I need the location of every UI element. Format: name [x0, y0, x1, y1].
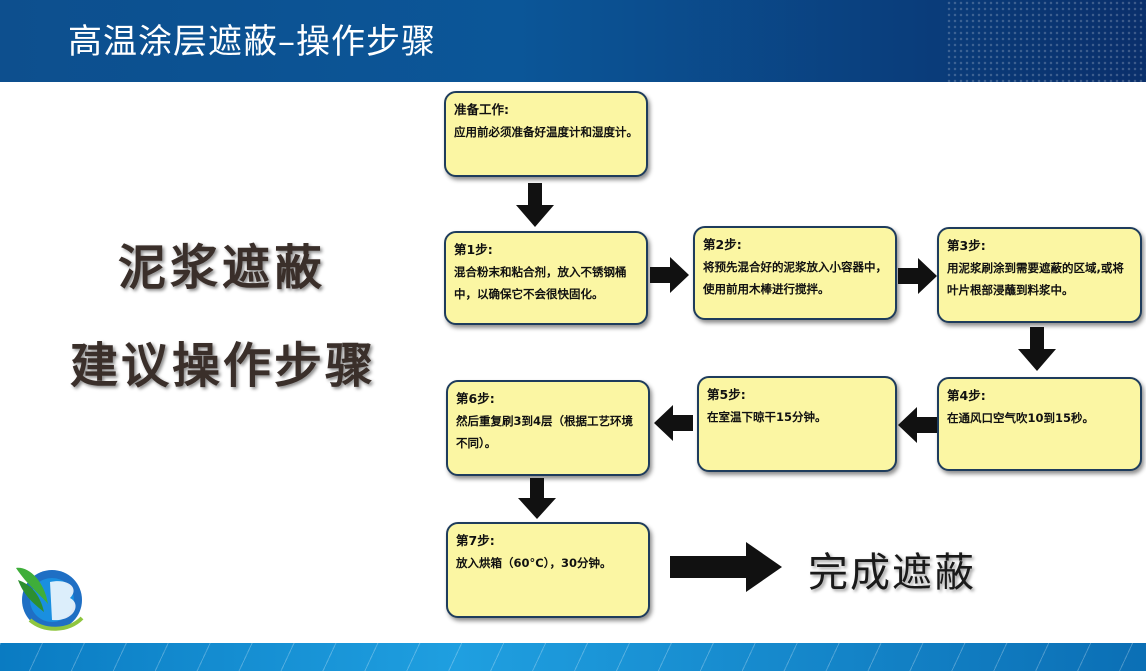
step-3-text: 用泥浆刷涂到需要遮蔽的区域,或将叶片根部浸蘸到料浆中。: [947, 261, 1124, 297]
step-5-box: 第5步: 在室温下晾干15分钟。: [697, 376, 897, 472]
step-2-text: 将预先混合好的泥浆放入小容器中，使用前用木棒进行搅拌。: [703, 260, 887, 296]
step-1-box: 第1步: 混合粉末和粘合剂，放入不锈钢桶中，以确保它不会很快固化。: [444, 231, 648, 325]
header-pattern: [946, 0, 1146, 82]
arrow-down-icon: [1018, 327, 1056, 371]
left-title-line2: 建议操作步骤: [70, 338, 377, 394]
step-2-heading: 第2步:: [703, 237, 742, 252]
step-prep-box: 准备工作: 应用前必须准备好温度计和湿度计。: [444, 91, 648, 177]
step-7-heading: 第7步:: [456, 533, 495, 548]
step-5-heading: 第5步:: [707, 387, 746, 402]
step-prep-text: 应用前必须准备好温度计和湿度计。: [454, 125, 638, 139]
step-7-text: 放入烘箱（60°C），30分钟。: [456, 556, 612, 570]
step-6-heading: 第6步:: [456, 391, 495, 406]
arrow-right-icon: [898, 258, 937, 294]
step-4-box: 第4步: 在通风口空气吹10到15秒。: [937, 377, 1142, 471]
step-6-box: 第6步: 然后重复刷3到4层（根据工艺环境不同）。: [446, 380, 650, 476]
arrow-down-icon: [518, 478, 556, 519]
arrow-right-large-icon: [670, 542, 782, 592]
step-3-box: 第3步: 用泥浆刷涂到需要遮蔽的区域,或将叶片根部浸蘸到料浆中。: [937, 227, 1142, 323]
footer-pattern: [0, 643, 1146, 671]
final-label: 完成遮蔽: [808, 550, 976, 596]
header-bar: 高温涂层遮蔽–操作步骤: [0, 0, 1146, 82]
step-7-box: 第7步: 放入烘箱（60°C），30分钟。: [446, 522, 650, 618]
step-1-heading: 第1步:: [454, 242, 493, 257]
arrow-left-icon: [898, 407, 937, 443]
step-4-heading: 第4步:: [947, 388, 986, 403]
footer-bar: [0, 643, 1146, 671]
left-title-line1: 泥浆遮蔽: [118, 240, 327, 296]
arrow-down-icon: [516, 183, 554, 227]
step-4-text: 在通风口空气吹10到15秒。: [947, 411, 1095, 425]
step-1-text: 混合粉末和粘合剂，放入不锈钢桶中，以确保它不会很快固化。: [454, 265, 627, 301]
arrow-right-icon: [650, 257, 689, 293]
step-5-text: 在室温下晾干15分钟。: [707, 410, 827, 424]
step-6-text: 然后重复刷3到4层（根据工艺环境不同）。: [456, 414, 634, 450]
company-logo-icon: [16, 567, 84, 631]
step-3-heading: 第3步:: [947, 238, 986, 253]
page-title: 高温涂层遮蔽–操作步骤: [68, 22, 436, 62]
arrow-left-icon: [654, 405, 693, 441]
step-2-box: 第2步: 将预先混合好的泥浆放入小容器中，使用前用木棒进行搅拌。: [693, 226, 897, 320]
step-prep-heading: 准备工作:: [454, 102, 509, 117]
